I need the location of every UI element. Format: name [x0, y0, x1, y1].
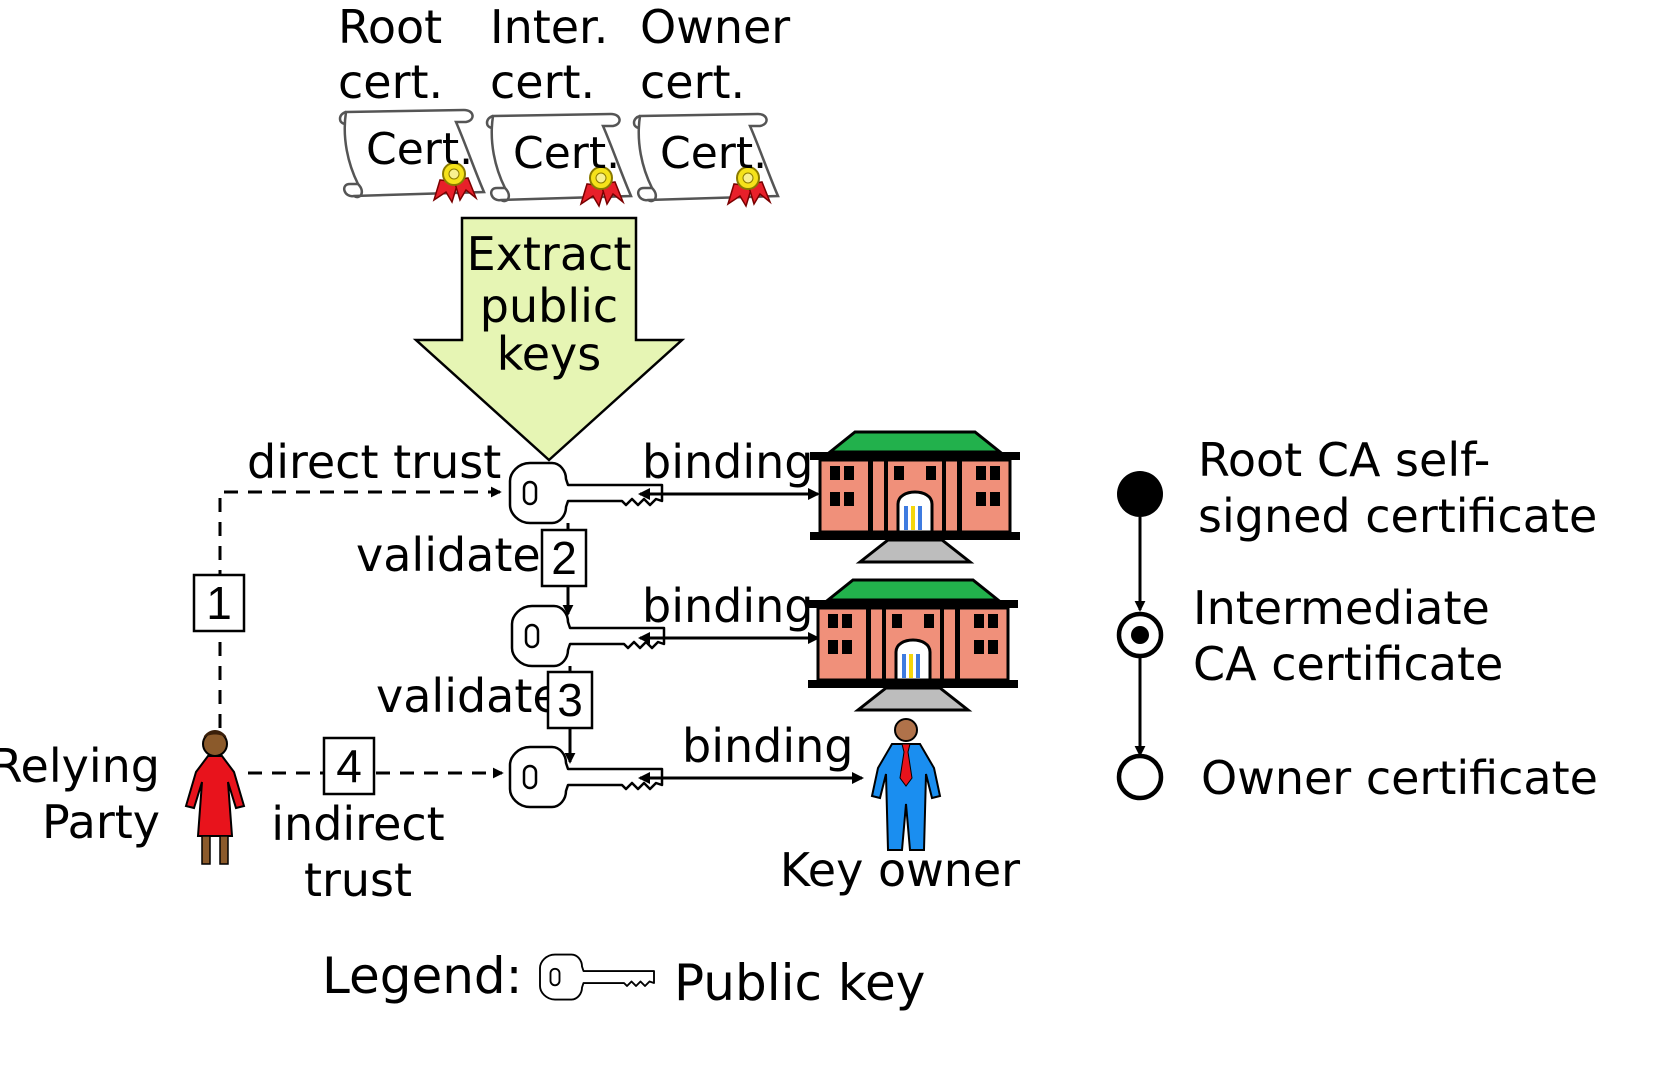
key-owner-label: Key owner	[780, 843, 1020, 897]
validate-label-1: validate	[356, 528, 541, 582]
legend-public-key: Public key	[674, 954, 925, 1012]
root-cert-label-1: Root	[338, 0, 442, 54]
root-ca-label-2: signed certificate	[1198, 489, 1597, 543]
direct-trust-path	[218, 486, 502, 728]
certificate-root: Root cert. Cert.	[338, 0, 486, 204]
certificate-intermediate: Inter. cert. Cert.	[485, 0, 633, 208]
owner-cert-label-2: cert.	[640, 55, 745, 109]
man-icon	[870, 718, 942, 851]
building-icon	[806, 578, 1020, 712]
inter-cert-scroll-text: Cert.	[513, 128, 620, 179]
owner-node-icon	[1116, 753, 1164, 801]
indirect-trust-label-1: indirect	[271, 797, 444, 851]
inter-cert-label-1: Inter.	[490, 0, 608, 54]
step-2-box	[540, 528, 588, 588]
key-icon	[508, 745, 664, 809]
key-icon	[539, 953, 655, 1001]
root-node-icon	[1117, 471, 1163, 517]
certificate-owner: Owner cert. Cert.	[632, 0, 790, 208]
relying-party-label-2: Party	[42, 795, 160, 849]
owner-certificate-label: Owner certificate	[1201, 751, 1598, 805]
binding-label-2: binding	[642, 579, 813, 633]
woman-icon	[184, 730, 246, 865]
extract-line-2: public	[480, 279, 618, 333]
direct-trust-label: direct trust	[247, 435, 501, 489]
binding-label-3: binding	[682, 719, 853, 773]
step-3-box	[546, 670, 594, 730]
indirect-trust-label-2: trust	[304, 853, 412, 907]
chain-legend	[1116, 471, 1164, 801]
binding-label-1: binding	[642, 435, 813, 489]
extract-public-keys-arrow: Extract public keys	[412, 216, 686, 462]
step-4-box	[322, 736, 376, 796]
legend-title: Legend:	[322, 947, 523, 1005]
building-icon	[808, 430, 1022, 564]
key-icon	[508, 461, 664, 525]
step-1-box	[192, 573, 246, 633]
root-cert-scroll-text: Cert.	[366, 124, 473, 175]
step-3-number: 3	[557, 674, 583, 726]
validate-label-2: validate	[376, 669, 561, 723]
extract-line-1: Extract	[467, 227, 632, 281]
owner-cert-label-1: Owner	[640, 0, 790, 54]
step-2-number: 2	[551, 532, 577, 584]
root-cert-label-2: cert.	[338, 55, 443, 109]
inter-cert-label-2: cert.	[490, 55, 595, 109]
intermediate-ca-label-2: CA certificate	[1193, 637, 1503, 691]
step-1-number: 1	[206, 577, 232, 629]
relying-party-label-1: Relying	[0, 739, 160, 793]
intermediate-ca-label-1: Intermediate	[1193, 581, 1490, 635]
extract-line-3: keys	[497, 327, 602, 381]
root-ca-label-1: Root CA self-	[1198, 433, 1490, 487]
owner-cert-scroll-text: Cert.	[660, 128, 767, 179]
step-4-number: 4	[336, 740, 362, 792]
